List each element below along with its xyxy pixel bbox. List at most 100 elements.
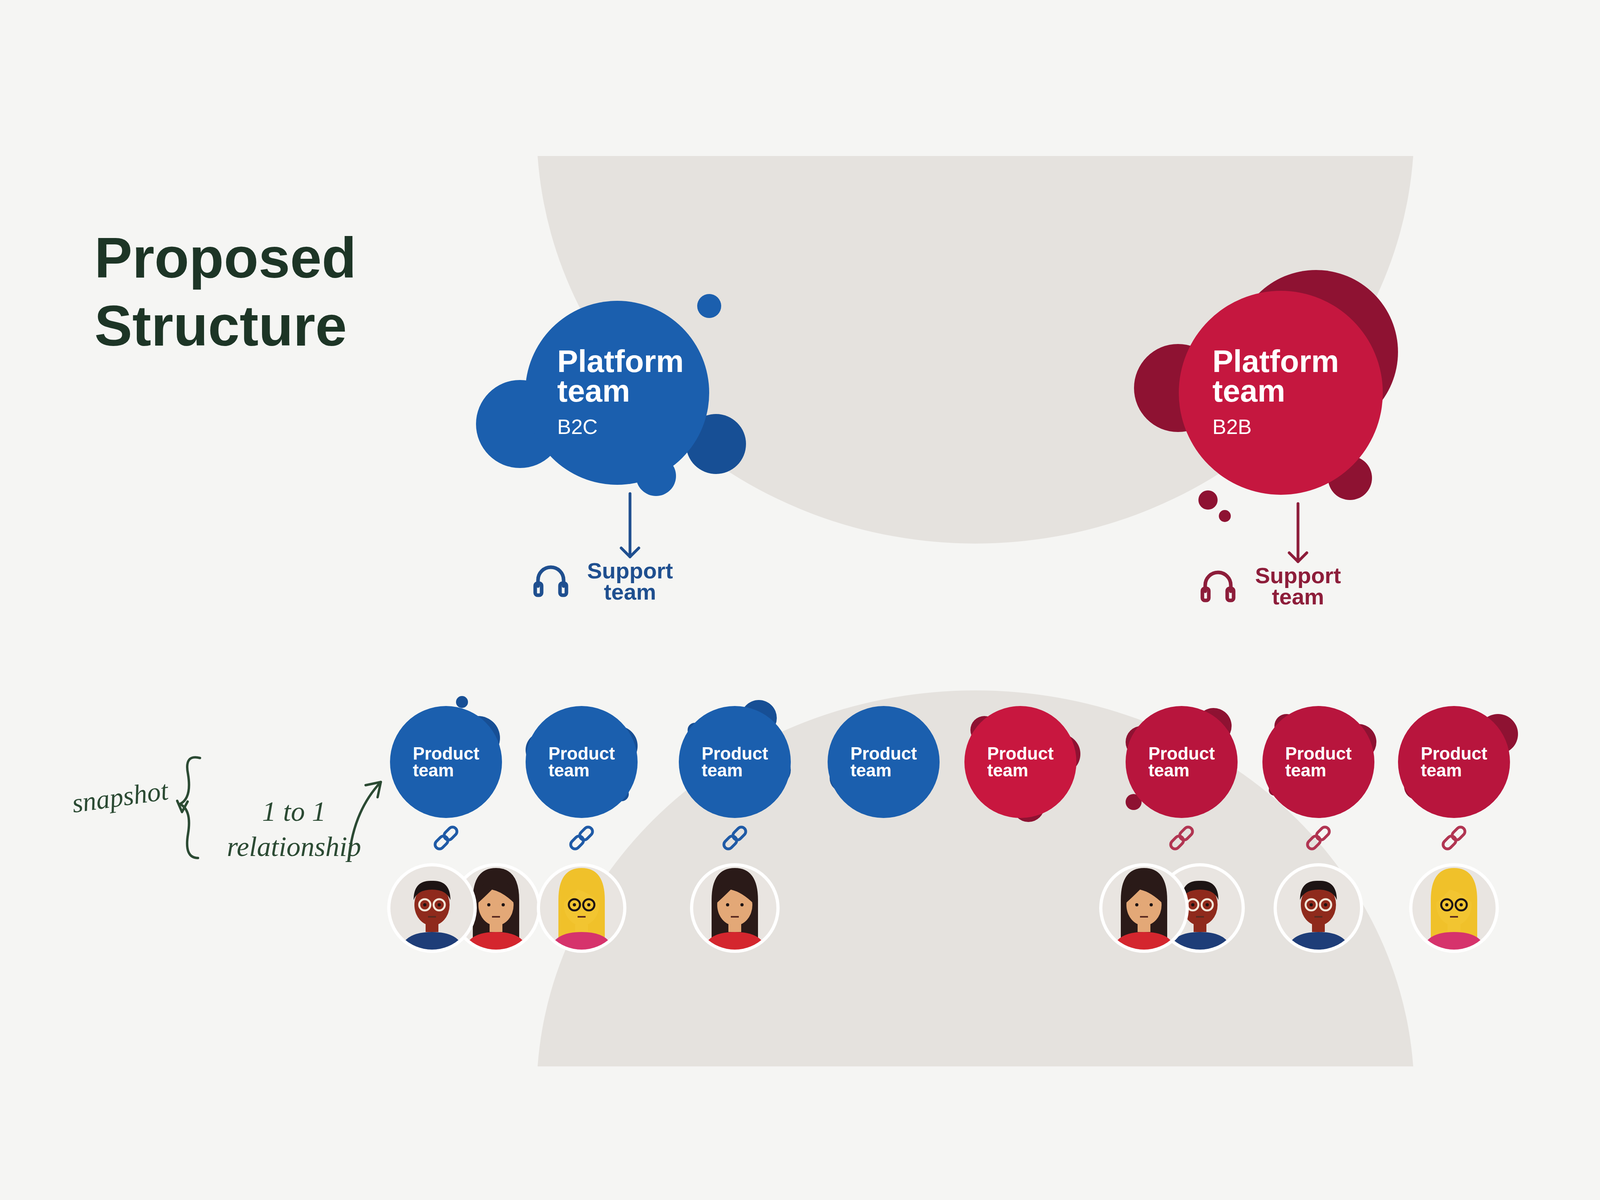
hair bbox=[562, 880, 601, 904]
glasses-lens bbox=[1201, 899, 1213, 911]
text-block: Support team bbox=[564, 560, 696, 603]
team-name: Support team bbox=[1232, 564, 1364, 608]
text-wrap: Product team bbox=[525, 706, 638, 818]
text-block: Platform teamB2C bbox=[557, 346, 684, 440]
eye bbox=[1459, 903, 1463, 907]
glasses-lens bbox=[1187, 899, 1199, 911]
mouth bbox=[1140, 916, 1148, 918]
text-block: Product team bbox=[1148, 745, 1215, 779]
link-loop bbox=[1178, 825, 1195, 842]
text-block: Support team bbox=[1232, 564, 1364, 608]
hair-back bbox=[558, 868, 605, 938]
product-decor bbox=[394, 696, 1518, 822]
eye bbox=[423, 903, 427, 907]
text-block: Product team bbox=[987, 745, 1054, 779]
text-block: Product team bbox=[412, 745, 480, 779]
team-name: Platform team bbox=[1212, 346, 1339, 406]
mouth bbox=[1196, 916, 1204, 918]
shirt bbox=[400, 932, 464, 956]
text-wrap: Platform teamB2C bbox=[525, 300, 710, 485]
eye bbox=[587, 903, 591, 907]
link-icon bbox=[722, 825, 748, 851]
mouth bbox=[492, 916, 500, 918]
person-avatar bbox=[388, 864, 476, 956]
bubble-fill bbox=[827, 706, 940, 818]
product-team-bubble: Product team bbox=[964, 706, 1077, 818]
team-name: Support team bbox=[564, 560, 696, 603]
link-loop bbox=[1305, 834, 1322, 851]
team-name: Product team bbox=[1285, 745, 1352, 779]
eye bbox=[740, 903, 744, 907]
avatar-figure bbox=[549, 868, 614, 956]
shirt bbox=[1422, 932, 1486, 956]
grey-top-region bbox=[537, 156, 1414, 544]
bubble-fill bbox=[390, 706, 502, 818]
team-name: Product team bbox=[412, 745, 480, 779]
link-loop bbox=[1441, 834, 1458, 851]
shirt bbox=[549, 932, 614, 956]
eye bbox=[1135, 903, 1139, 907]
team-segment: B2B bbox=[1212, 414, 1339, 440]
text-block: Product team bbox=[1285, 745, 1352, 779]
avatar-figure bbox=[1112, 868, 1176, 956]
team-name: Product team bbox=[1420, 745, 1488, 779]
hair bbox=[1300, 880, 1337, 900]
person-avatar bbox=[538, 864, 625, 956]
link-icon bbox=[1441, 825, 1467, 851]
text-wrap: Product team bbox=[827, 706, 940, 818]
eye bbox=[572, 903, 576, 907]
hair bbox=[1124, 880, 1164, 904]
link-loop bbox=[731, 825, 748, 842]
team-segment: B2C bbox=[557, 414, 684, 440]
product-team-bubble: Product team bbox=[525, 706, 638, 818]
link-loop bbox=[568, 834, 586, 851]
connector-arrow bbox=[621, 493, 639, 557]
grey-bottom-region bbox=[537, 690, 1414, 1067]
product-team-bubble: Product team bbox=[390, 706, 502, 818]
mouth bbox=[730, 916, 739, 918]
link-loop bbox=[1168, 834, 1186, 851]
shirt bbox=[464, 932, 528, 956]
avatar-figure bbox=[1286, 880, 1351, 956]
glasses-lens bbox=[1320, 899, 1332, 911]
text-wrap: Product team bbox=[1398, 706, 1510, 818]
connector-line bbox=[628, 493, 632, 557]
bubble-fill bbox=[1262, 706, 1375, 818]
glasses-lens bbox=[1455, 899, 1467, 911]
link-loop bbox=[442, 825, 459, 842]
bubble-fill bbox=[1398, 706, 1510, 818]
text-wrap: Product team bbox=[964, 706, 1077, 818]
glasses-lens bbox=[419, 899, 431, 911]
avatar-figure bbox=[702, 868, 767, 956]
mouth bbox=[1450, 916, 1458, 918]
eye bbox=[1205, 903, 1209, 907]
eye bbox=[1324, 903, 1328, 907]
text-wrap: Support team bbox=[564, 560, 696, 603]
glasses-lens bbox=[1441, 899, 1453, 911]
link-icon bbox=[568, 825, 595, 851]
hair bbox=[413, 880, 451, 900]
person-avatar bbox=[1275, 864, 1362, 956]
text-block: Product team bbox=[701, 745, 768, 779]
mouth bbox=[1314, 916, 1323, 918]
support-team-label: Support team bbox=[564, 560, 696, 603]
text-block: Product team bbox=[850, 745, 917, 779]
team-name: Product team bbox=[701, 745, 768, 779]
handwritten-note: 1 to 1 relationship bbox=[208, 794, 380, 864]
link-loop bbox=[722, 834, 739, 851]
avatar-figure bbox=[1422, 868, 1486, 956]
text-wrap: Product team bbox=[390, 706, 502, 818]
link-icons bbox=[433, 825, 1467, 851]
bubble-fill bbox=[525, 300, 710, 485]
arrow-head bbox=[1289, 552, 1307, 562]
text-block: Product team bbox=[1420, 745, 1488, 779]
glasses-lens bbox=[1305, 899, 1317, 911]
text-wrap: Product team bbox=[1262, 706, 1375, 818]
eye bbox=[1149, 903, 1153, 907]
eye bbox=[437, 903, 441, 907]
team-name: Product team bbox=[850, 745, 917, 779]
link-loop bbox=[1450, 825, 1467, 842]
glasses-lens bbox=[568, 899, 580, 911]
